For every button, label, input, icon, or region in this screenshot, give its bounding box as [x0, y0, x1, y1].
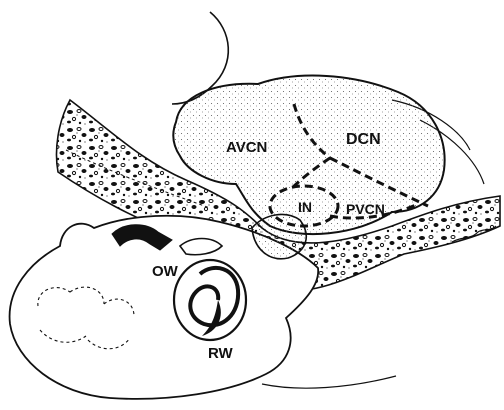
label-pvcn: PVCN [346, 201, 385, 217]
label-avcn: AVCN [226, 139, 267, 156]
label-dcn: DCN [346, 131, 381, 148]
label-ow: OW [152, 263, 179, 280]
label-in: IN [298, 199, 312, 215]
lower-tail [262, 376, 396, 388]
label-rw: RW [208, 345, 234, 362]
